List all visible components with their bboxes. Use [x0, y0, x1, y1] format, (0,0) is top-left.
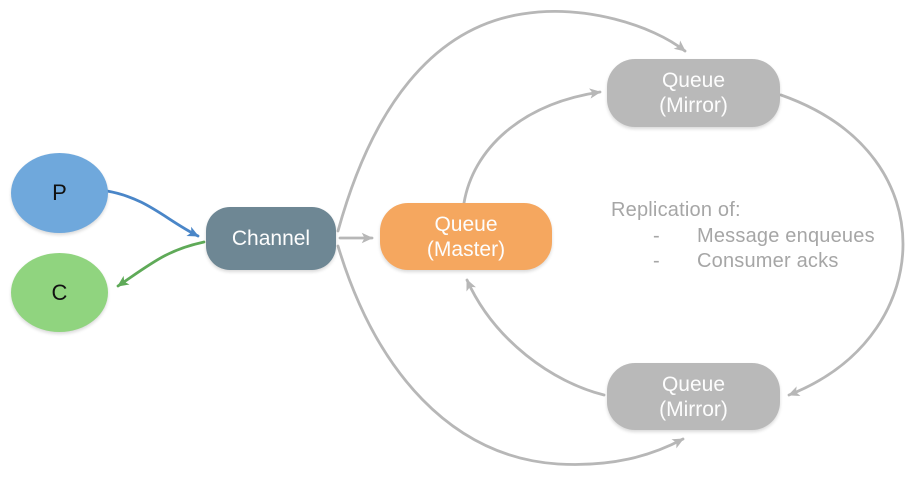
node-channel: Channel [206, 207, 336, 270]
arrow-mirror-bottom-to-master-icon [465, 278, 606, 397]
replication-note-item: - Consumer acks [611, 249, 875, 275]
arrow-channel-to-consumer-icon [116, 240, 206, 288]
replication-note-title: Replication of: [611, 199, 741, 221]
replication-note-item-text: Consumer acks [697, 250, 839, 272]
node-queue-mirror-top: Queue (Mirror) [607, 59, 780, 127]
node-queue-mirror-bottom: Queue (Mirror) [607, 363, 780, 430]
bullet-dash: - [653, 224, 660, 247]
replication-note-item-text: Message enqueues [697, 224, 875, 247]
arrow-mirror-top-to-mirror-bottom-icon [779, 93, 905, 397]
channel-label: Channel [231, 227, 311, 250]
node-consumer: C [11, 253, 108, 332]
replication-note-item: - Message enqueues [611, 224, 875, 250]
arrow-channel-to-mirror-bottom-icon [336, 244, 685, 466]
producer-label: P [52, 180, 67, 205]
queue-mirror-bottom-label: Queue (Mirror) [659, 372, 728, 421]
replication-note: Replication of: - Message enqueues - Con… [611, 198, 875, 275]
queue-master-label: Queue (Master) [426, 212, 506, 261]
consumer-label: C [51, 279, 68, 305]
arrow-producer-to-channel-icon [105, 189, 200, 238]
queue-mirror-top-label: Queue (Mirror) [659, 69, 728, 117]
arrow-master-to-mirror-top-icon [462, 88, 602, 205]
bullet-dash: - [653, 250, 660, 272]
arrow-channel-to-mirror-top-icon [336, 10, 687, 233]
node-queue-master: Queue (Master) [380, 203, 552, 270]
node-producer: P [11, 153, 108, 233]
